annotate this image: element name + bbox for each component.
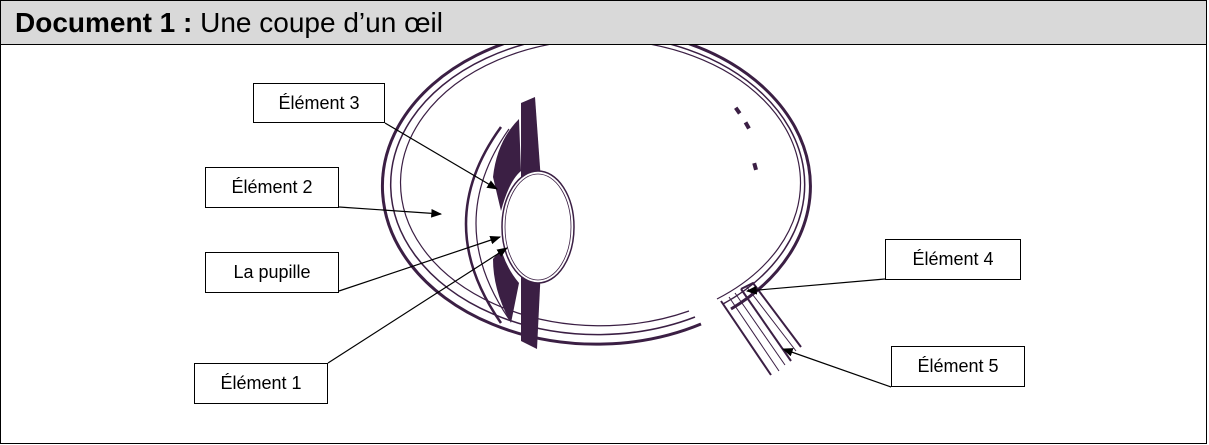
document-number: Document 1 : — [15, 7, 192, 38]
arrow-pupille — [339, 237, 500, 291]
ciliary-body-upper — [521, 97, 541, 181]
label-element-1: Élément 1 — [194, 363, 328, 404]
arrow-element-3 — [385, 123, 497, 189]
eye-diagram — [1, 45, 1206, 443]
document-header: Document 1 : Une coupe d’un œil — [1, 1, 1206, 45]
label-element-5: Élément 5 — [891, 346, 1025, 387]
document-subtitle: Une coupe d’un œil — [200, 7, 443, 38]
lens — [502, 171, 574, 283]
optic-nerve — [721, 283, 801, 375]
arrow-element-2 — [339, 207, 441, 214]
sclera — [382, 45, 810, 344]
label-element-4: Élément 4 — [885, 239, 1021, 280]
arrow-element-5 — [783, 349, 891, 387]
label-pupille: La pupille — [205, 252, 339, 293]
retina-marks — [734, 107, 758, 171]
document-title: Document 1 : Une coupe d’un œil — [15, 7, 443, 39]
label-element-3: Élément 3 — [253, 83, 385, 123]
label-element-2: Élément 2 — [205, 167, 339, 208]
